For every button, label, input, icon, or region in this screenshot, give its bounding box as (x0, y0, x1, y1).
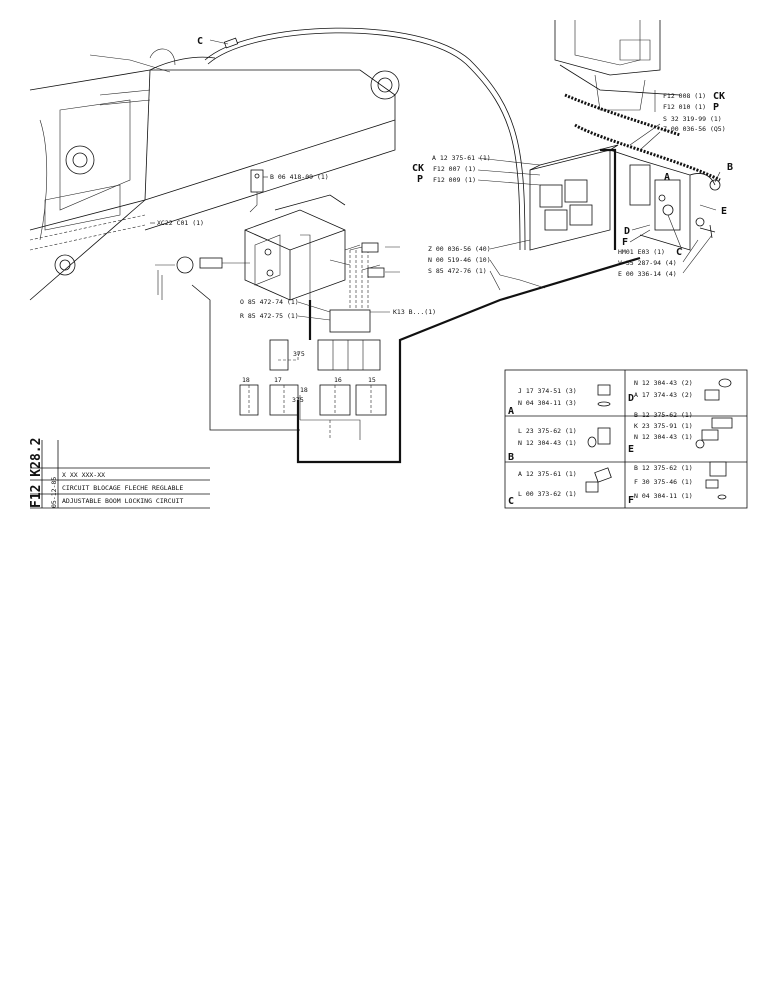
callout-p-right: P (713, 102, 719, 113)
legend-e-line2: K 23 375-91 (1) (634, 422, 693, 430)
legend-table: A J 17 374-51 (3) N 04 304-11 (3) D N 12… (504, 369, 748, 509)
callout-ck-left: CK (412, 163, 424, 174)
electrical-box (244, 169, 346, 301)
callout-hm01: HM01 E03 (1) (618, 248, 665, 256)
legend-a-line2: N 04 304-11 (3) (518, 399, 577, 407)
boom-drawing (29, 48, 400, 301)
legend-f-letter: F (628, 495, 634, 506)
legend-a-line1: J 17 374-51 (3) (518, 387, 577, 395)
legend-c-letter: C (508, 496, 514, 507)
callout-e00: E 00 336-14 (4) (618, 270, 677, 278)
ref-c: C (676, 247, 682, 258)
callout-a12-top: A 12 375-61 (1) (432, 154, 491, 162)
callout-xc22: XC22 C01 (1) (157, 219, 204, 227)
callout-o85: O 85 472-74 (1) (240, 298, 299, 306)
callout-f12-008: F12 008 (1) (663, 92, 706, 100)
legend-f-line3: N 04 304-11 (1) (634, 492, 693, 500)
terminal-16: 16 (334, 376, 342, 384)
callout-z00-b: Z 00 036-56 (40) (428, 245, 491, 253)
ref-e: E (721, 206, 727, 217)
callout-s32: S 32 319-99 (1) (663, 115, 722, 123)
valve-block (529, 144, 721, 251)
title-date: 05-12-85 (50, 477, 58, 508)
legend-b-line2: N 12 304-43 (1) (518, 439, 577, 447)
legend-b-letter: B (508, 452, 514, 463)
callout-f12-009: F12 009 (1) (433, 176, 476, 184)
callouts: B 06 418-09 (1) XC22 C01 (1) O 85 472-74… (150, 90, 733, 321)
title-fr: CIRCUIT BLOCAGE FLECHE REGLABLE (62, 484, 183, 492)
chassis-drawing (554, 20, 721, 182)
title-en: ADJUSTABLE BOOM LOCKING CIRCUIT (62, 497, 183, 505)
legend-d-letter: D (628, 393, 634, 404)
terminal-18a: 18 (242, 376, 250, 384)
sheet-code: F12 K28.2 (29, 438, 44, 508)
legend-e-line1: B 12 375-62 (1) (634, 411, 693, 419)
callout-ck-right: CK (713, 91, 725, 102)
legend-b-line1: L 23 375-62 (1) (518, 427, 577, 435)
callout-z00-a: Z 00 036-56 (Q5) (663, 125, 726, 133)
callout-s85: S 85 472-76 (1) (428, 267, 487, 275)
legend-c-line1: A 12 375-61 (1) (518, 470, 577, 478)
legend-f-line2: F 30 375-46 (1) (634, 478, 693, 486)
legend-e-line3: N 12 304-43 (1) (634, 433, 693, 441)
legend-f-line1: B 12 375-62 (1) (634, 464, 693, 472)
cable-routing (155, 256, 641, 464)
callout-k13: K13 B...(1) (393, 308, 436, 316)
ref-f: F (622, 237, 628, 248)
callout-p-left: P (417, 174, 423, 185)
terminal-15: 15 (368, 376, 376, 384)
legend-d-line1: N 12 304-43 (2) (634, 379, 693, 387)
legend-a-letter: A (508, 406, 514, 417)
legend-c-line2: L 00 373-62 (1) (518, 490, 577, 498)
callout-f12-010: F12 010 (1) (663, 103, 706, 111)
callout-n00: N 00 519-46 (10) (428, 256, 491, 264)
terminal-375a: 375 (293, 350, 305, 358)
terminal-18b: 18 (300, 386, 308, 394)
boom-hose: C (197, 27, 526, 251)
ref-d: D (624, 226, 630, 237)
callout-r85: R 85 472-75 (1) (240, 312, 299, 320)
callout-f12-007: F12 007 (1) (433, 165, 476, 173)
ref-b: B (727, 162, 733, 173)
part-number: X XX XXX-XX (62, 471, 105, 479)
callout-v35: V 35 287-94 (4) (618, 259, 677, 267)
wiring-blocks: 18 17 16 15 18 375 375 (239, 234, 400, 440)
terminal-17: 17 (274, 376, 282, 384)
legend-d-line2: A 17 374-43 (2) (634, 391, 693, 399)
ref-a: A (664, 172, 670, 183)
title-block: F12 K28.2 05-12-85 X XX XXX-XX CIRCUIT B… (29, 438, 210, 509)
legend-e-letter: E (628, 444, 634, 455)
callout-c-top: C (197, 36, 203, 47)
callout-b06: B 06 418-09 (1) (270, 173, 329, 181)
